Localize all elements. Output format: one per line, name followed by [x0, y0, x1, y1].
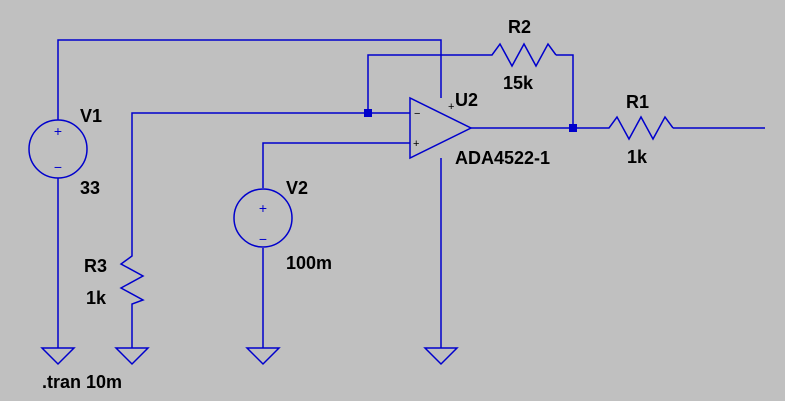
v1-value-label: 33: [80, 178, 100, 198]
v2-name-label: V2: [286, 178, 308, 198]
wire-v1-supply: [57, 39, 442, 120]
voltage-source-v1[interactable]: + −: [28, 119, 88, 179]
opamp-u2[interactable]: + − +: [409, 96, 473, 160]
opamp-noninverting-sign: +: [413, 138, 419, 150]
r2-value-label: 15k: [503, 73, 534, 93]
r3-value-label: 1k: [86, 288, 107, 308]
voltage-source-v2-minus-sign: −: [259, 231, 267, 247]
junction-inverting-node: [364, 109, 372, 117]
v2-value-label: 100m: [286, 253, 332, 273]
wires: [57, 39, 765, 348]
r1-name-label: R1: [626, 92, 649, 112]
resistor-r1[interactable]: [603, 115, 674, 141]
u2-name-label: U2: [455, 90, 478, 110]
opamp-u2-symbol: [409, 96, 473, 160]
r1-value-label: 1k: [627, 147, 648, 167]
ground-symbol-r3: [114, 347, 150, 366]
voltage-source-v1-plus-sign: +: [54, 123, 62, 139]
junction-output-node: [569, 124, 577, 132]
wire-feedback-right: [556, 54, 574, 128]
u2-part-label: ADA4522-1: [455, 148, 550, 168]
voltage-source-v1-symbol: [28, 119, 88, 179]
r2-name-label: R2: [508, 17, 531, 37]
wire-feedback-left: [367, 54, 486, 113]
ground-symbol-opamp: [423, 347, 459, 366]
r3-name-label: R3: [84, 256, 107, 276]
resistor-r3[interactable]: [119, 248, 145, 310]
ground-symbol-v1: [40, 347, 76, 366]
v1-name-label: V1: [80, 106, 102, 126]
spice-directive[interactable]: .tran 10m: [42, 372, 122, 392]
opamp-supply-plus-sign: +: [448, 101, 454, 113]
opamp-inverting-sign: −: [414, 108, 420, 120]
voltage-source-v1-minus-sign: −: [54, 159, 62, 175]
wire-r3-inverting: [131, 112, 410, 248]
wire-v2-noninverting: [262, 142, 410, 188]
voltage-source-v2[interactable]: + −: [233, 188, 293, 248]
resistor-r2[interactable]: [486, 42, 557, 68]
voltage-source-v2-symbol: [233, 188, 293, 248]
ground-symbol-v2: [245, 347, 281, 366]
voltage-source-v2-plus-sign: +: [259, 200, 267, 216]
